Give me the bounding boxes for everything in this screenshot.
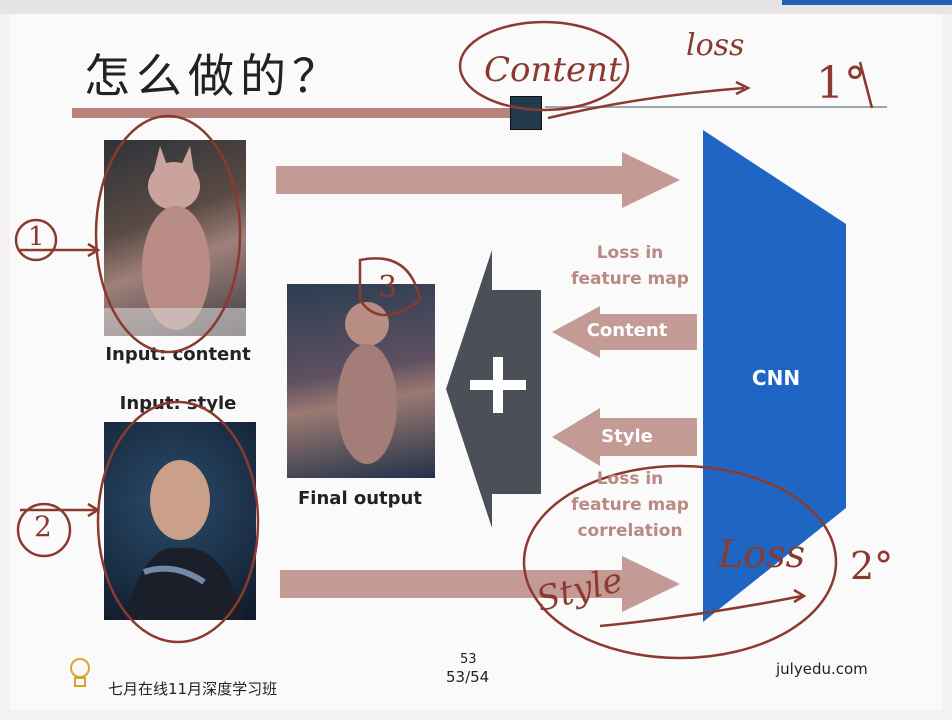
title-rule [72, 108, 517, 118]
loss-top-note: loss [686, 28, 745, 63]
loss-feature-map-label: Loss in feature map [571, 243, 689, 289]
handwriting [14, 20, 874, 660]
footer-site: julyedu.com [776, 660, 868, 678]
content-flow-arrow [276, 152, 680, 208]
content-loss-arrow [552, 306, 697, 358]
cnn-block [703, 130, 846, 622]
content-handwritten-note: Content [484, 50, 622, 90]
top-strip [0, 0, 952, 14]
style-arrow-label: Style [601, 426, 653, 447]
content-input-caption: Input: content [105, 344, 251, 365]
blue-tab [782, 0, 952, 5]
rule-marker [510, 96, 542, 130]
cat-shape [104, 146, 246, 336]
slide-title: 怎么做的？ [84, 49, 344, 103]
loss-correlation-label: Loss in feature map correlation [571, 469, 689, 541]
footer-course: 七月在线11月深度学习班 [108, 680, 278, 698]
footer-page: 53/54 [446, 668, 490, 686]
cnn-label: CNN [751, 366, 801, 390]
portrait-shape [124, 460, 244, 620]
lightbulb-icon [70, 658, 90, 687]
circle-three-note: 3 [378, 270, 398, 305]
style-input-image [104, 422, 256, 620]
two-degree-note: 2° [850, 544, 894, 588]
style-input-caption: Input: style [119, 393, 237, 414]
loss-bottom-note: Loss [718, 532, 806, 576]
final-output-image [287, 284, 435, 478]
content-arrow-label: Content [586, 320, 668, 341]
content-input-image [104, 140, 246, 336]
final-output-caption: Final output [298, 488, 422, 509]
style-flow-arrow [280, 556, 680, 612]
circle-two-note: 2 [34, 510, 52, 543]
title-rule-thin [545, 106, 887, 108]
circle-one-note: 1 [28, 222, 45, 252]
footer-page-top: 53 [460, 652, 477, 667]
one-degree-note: 1° [816, 58, 866, 109]
style-loss-arrow [552, 408, 697, 466]
